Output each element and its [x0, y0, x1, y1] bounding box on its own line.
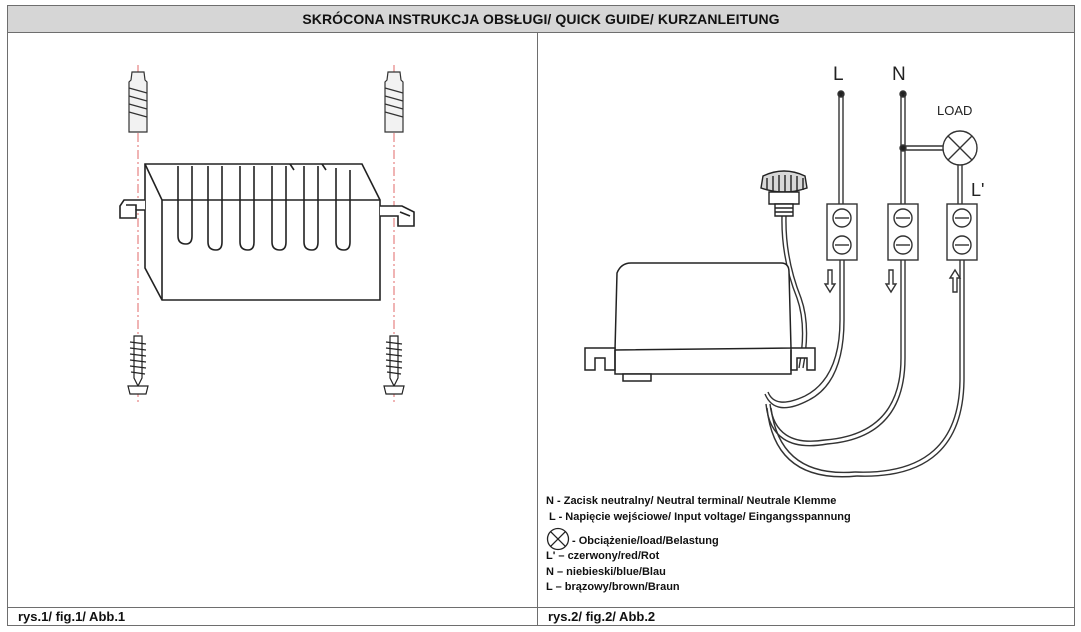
left-screw [127, 335, 149, 395]
terminal-block-l-prime [946, 203, 978, 261]
n-junction [899, 144, 907, 152]
mounting-diagram [119, 65, 415, 405]
legend-n-terminal: N - Zacisk neutralny/ Neutral terminal/ … [546, 495, 837, 507]
figure2-caption: rys.2/ fig.2/ Abb.2 [548, 609, 656, 624]
smart-module-housing [584, 262, 816, 382]
label-n: N [892, 64, 906, 85]
label-l-prime: L' [971, 180, 984, 200]
device-housing [119, 163, 415, 301]
terminal-block-n [887, 203, 919, 261]
caption-divider [8, 607, 1074, 608]
label-l: L [833, 64, 844, 85]
legend-n-color: N – niebieski/blue/Blau [546, 565, 666, 578]
quick-guide-sheet: SKRÓCONA INSTRUKCJA OBSŁUGI/ QUICK GUIDE… [7, 5, 1075, 626]
wiring-diagram: L N LOAD L' [584, 64, 984, 478]
arrow-up-l-prime [948, 268, 962, 293]
right-wall-plug [384, 71, 404, 133]
load-lamp-icon [942, 130, 978, 166]
antenna-connector-icon [760, 170, 808, 217]
legend-l-prime-color: L' – czerwony/red/Rot [546, 550, 660, 562]
load-symbol-icon [546, 527, 570, 551]
figure1-caption: rys.1/ fig.1/ Abb.1 [18, 609, 126, 624]
legend-load-text: - Obciążenie/load/Belastung [572, 535, 719, 548]
right-screw [383, 335, 405, 395]
page-title: SKRÓCONA INSTRUKCJA OBSŁUGI/ QUICK GUIDE… [8, 6, 1074, 33]
legend-load-row: - Obciążenie/load/Belastung [546, 526, 851, 552]
arrow-down-l [823, 269, 837, 294]
legend-l-voltage: L - Napięcie wejściowe/ Input voltage/ E… [549, 510, 851, 523]
left-wall-plug [128, 71, 148, 133]
wiring-legend: N - Zacisk neutralny/ Neutral terminal/ … [546, 494, 851, 596]
terminal-block-l [826, 203, 858, 261]
arrow-down-n [884, 269, 898, 294]
label-load: LOAD [937, 103, 972, 118]
column-divider [537, 33, 538, 626]
legend-l-color: L – brązowy/brown/Braun [546, 581, 680, 593]
